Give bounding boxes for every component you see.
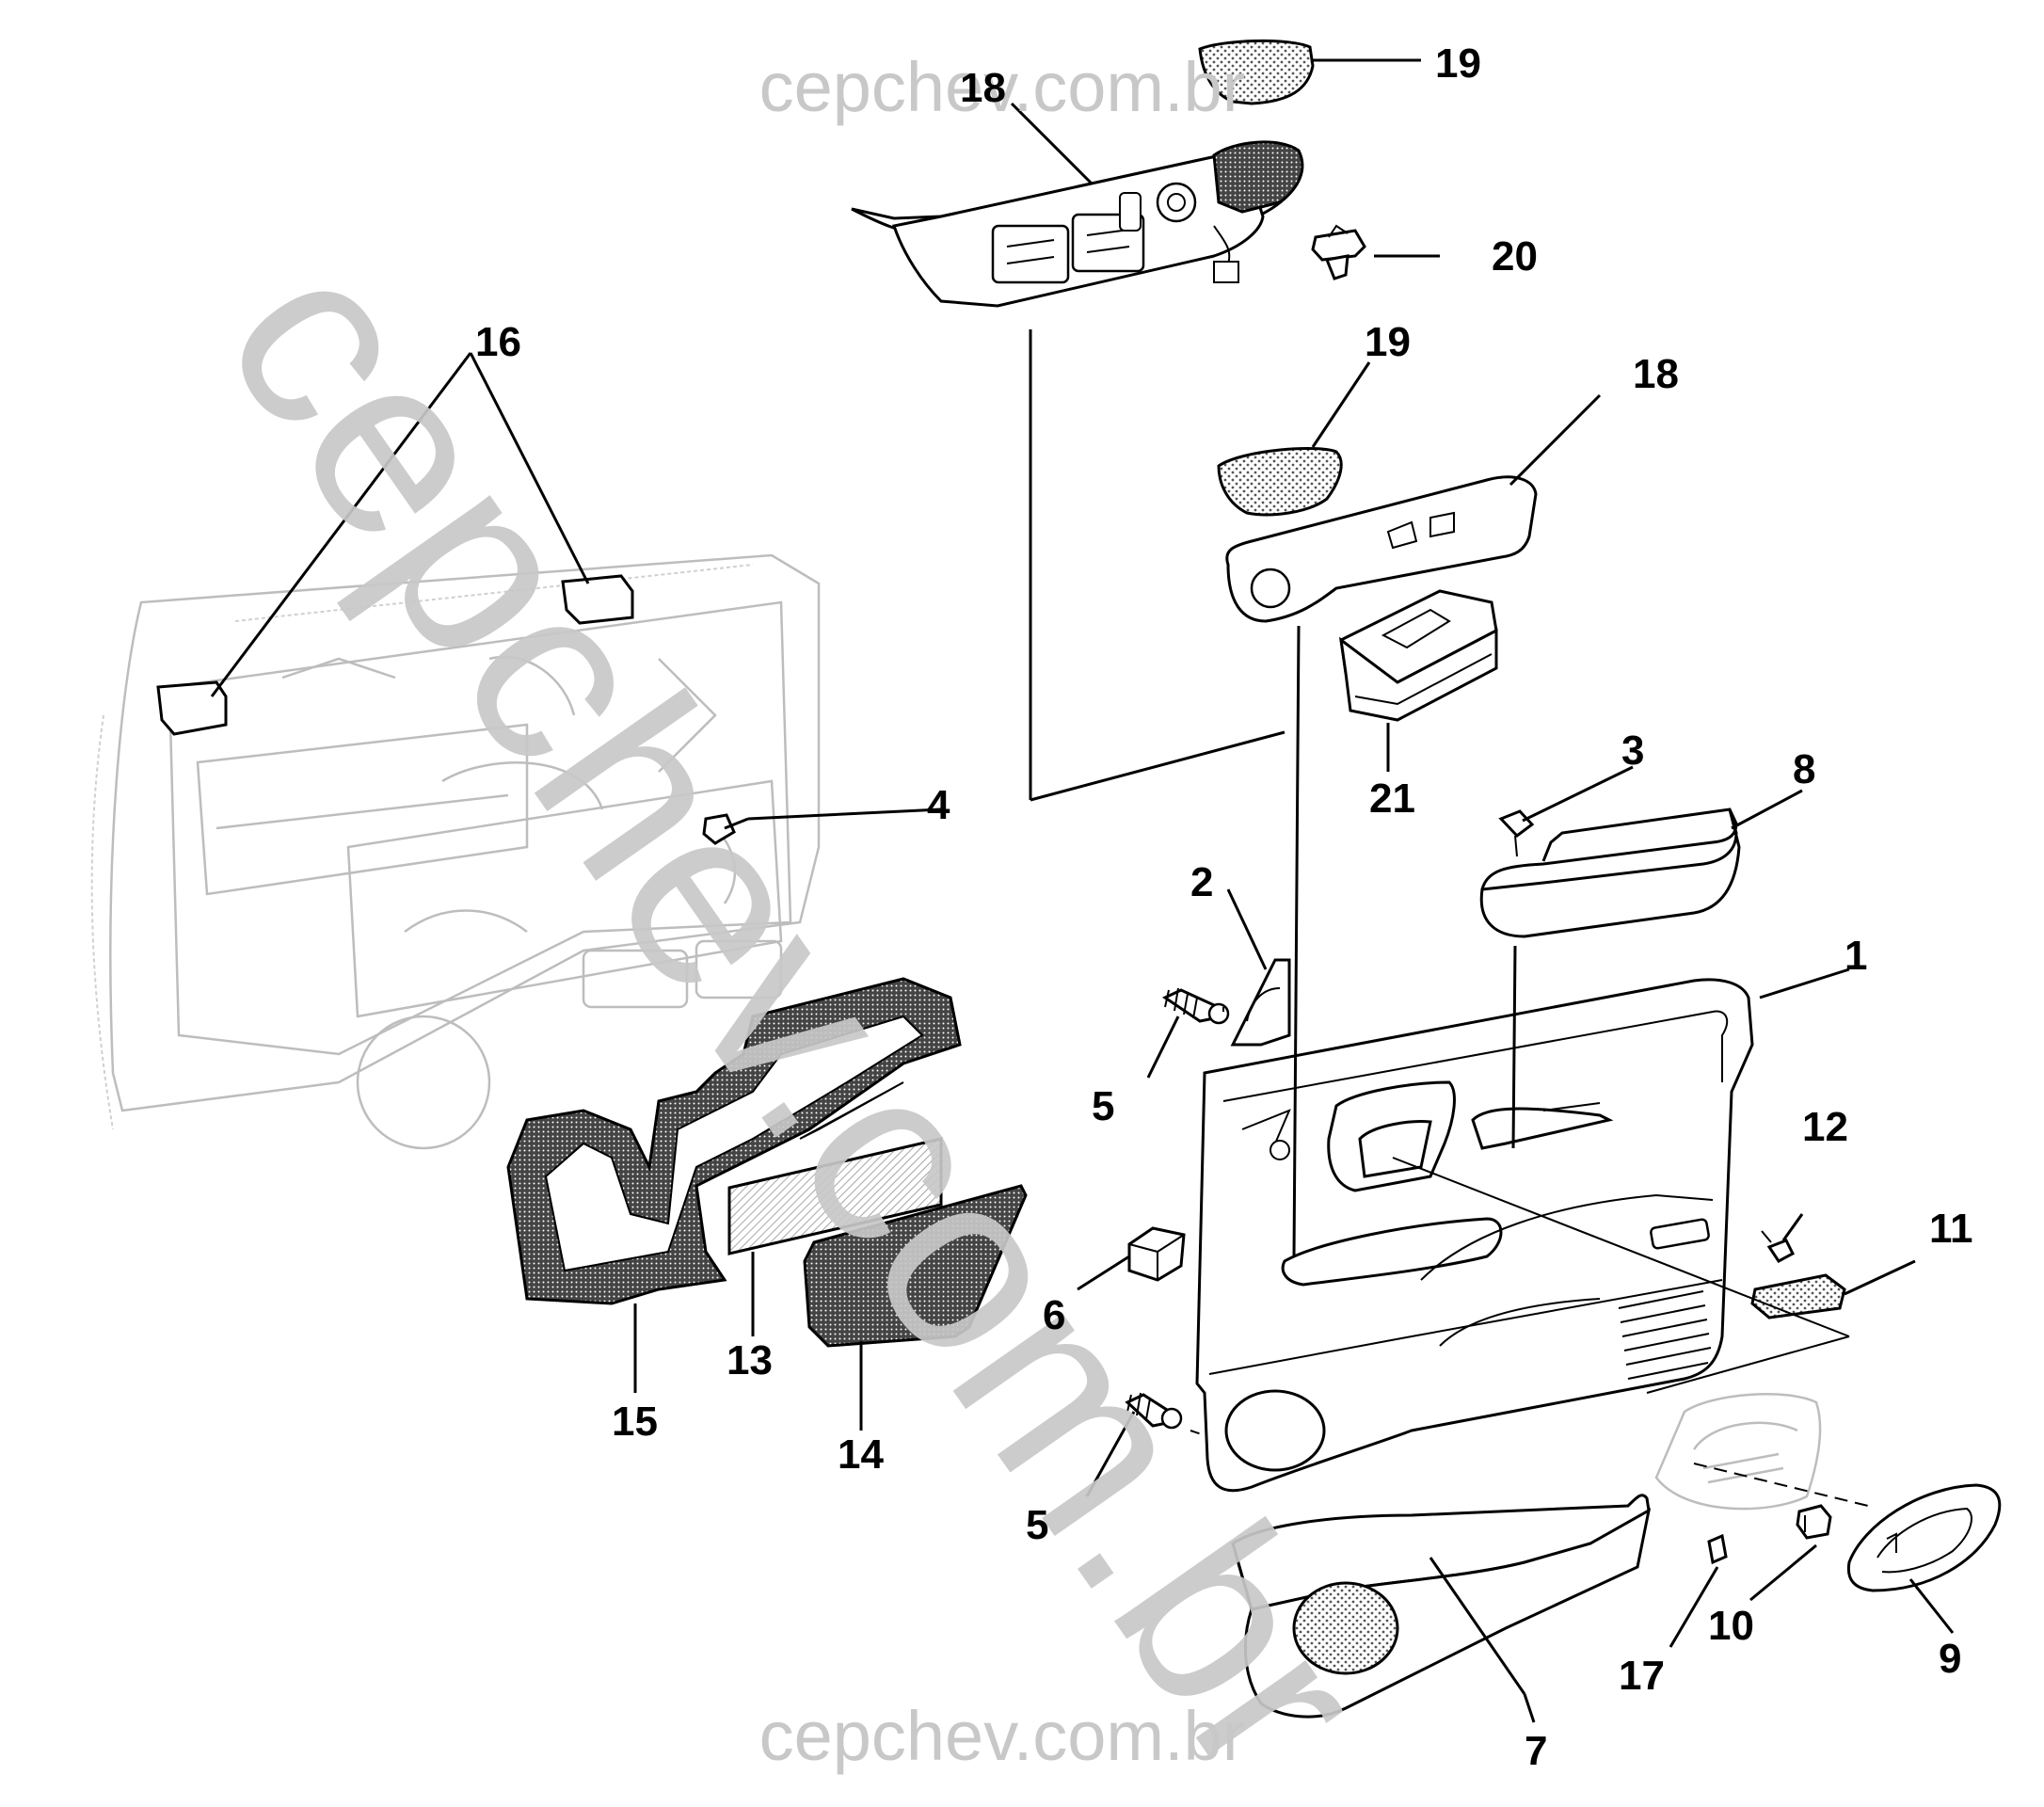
callout-15: 15 xyxy=(612,1399,658,1445)
window-switch-module-21 xyxy=(1339,589,1498,722)
clip-4 xyxy=(702,813,736,845)
callout-16: 16 xyxy=(475,319,521,365)
door-handle-bezel-9 xyxy=(1846,1483,2002,1592)
pull-handle-8 xyxy=(1479,808,1741,938)
callout-20: 20 xyxy=(1492,233,1538,280)
power-window-switch-bezel-upper-18 xyxy=(851,140,1304,308)
door-trim-panel-1 xyxy=(1195,978,1754,1493)
callout-18-mid: 18 xyxy=(1633,351,1679,397)
callout-8: 8 xyxy=(1793,746,1815,792)
door-inner-panel-ghost xyxy=(90,553,821,1150)
callout-1: 1 xyxy=(1844,933,1867,979)
mirror-corner-trim-2 xyxy=(1230,958,1291,1047)
callout-9: 9 xyxy=(1939,1636,1961,1682)
callout-7: 7 xyxy=(1525,1728,1547,1774)
callout-14: 14 xyxy=(838,1431,884,1478)
callout-5-lower: 5 xyxy=(1026,1502,1048,1548)
watermark-top: cepchev.com.br xyxy=(759,48,1246,126)
retainer-clip-16 xyxy=(156,574,634,736)
callout-18-top: 18 xyxy=(960,65,1006,111)
callout-4: 4 xyxy=(927,782,950,828)
screw-12 xyxy=(1761,1230,1795,1263)
screw-3 xyxy=(1498,809,1535,857)
callouts: 19 18 20 16 19 18 4 21 3 8 2 1 5 12 11 6… xyxy=(475,40,1973,1774)
callout-12: 12 xyxy=(1802,1104,1848,1150)
water-deflector-15 xyxy=(506,977,962,1305)
callout-19-top: 19 xyxy=(1435,40,1481,87)
leader-lines xyxy=(210,58,1955,1723)
switch-bezel-lower-18 xyxy=(1225,475,1538,623)
callout-10: 10 xyxy=(1708,1603,1754,1649)
callout-5-upper: 5 xyxy=(1092,1083,1114,1129)
armrest-pad-upper-19 xyxy=(1198,39,1315,105)
callout-3: 3 xyxy=(1621,728,1644,774)
callout-6: 6 xyxy=(1043,1292,1065,1338)
watermark-diagonal: cepchev.com.br xyxy=(171,208,1422,1807)
callout-17: 17 xyxy=(1619,1653,1665,1699)
clip-17 xyxy=(1707,1533,1728,1565)
armrest-pad-lower-19 xyxy=(1217,447,1343,517)
speaker-grille-lines xyxy=(1618,1290,1712,1380)
callout-13: 13 xyxy=(727,1337,773,1383)
sound-pad-14 xyxy=(803,1184,1028,1348)
clip-block-6 xyxy=(1127,1226,1186,1282)
sound-strip-13 xyxy=(727,1137,943,1255)
push-pin-20 xyxy=(1311,224,1366,280)
clip-10 xyxy=(1796,1504,1832,1540)
screw-5-lower xyxy=(1125,1392,1183,1430)
insert-11 xyxy=(1750,1273,1846,1319)
callout-2: 2 xyxy=(1190,859,1213,905)
screw-5-upper xyxy=(1161,987,1230,1025)
callout-21: 21 xyxy=(1369,776,1415,822)
callout-11: 11 xyxy=(1929,1206,1973,1252)
watermark-bottom: cepchev.com.br xyxy=(759,1697,1246,1775)
map-pocket-7 xyxy=(1231,1494,1652,1719)
speaker-ghost xyxy=(1654,1393,1822,1511)
callout-19-mid: 19 xyxy=(1365,319,1411,365)
